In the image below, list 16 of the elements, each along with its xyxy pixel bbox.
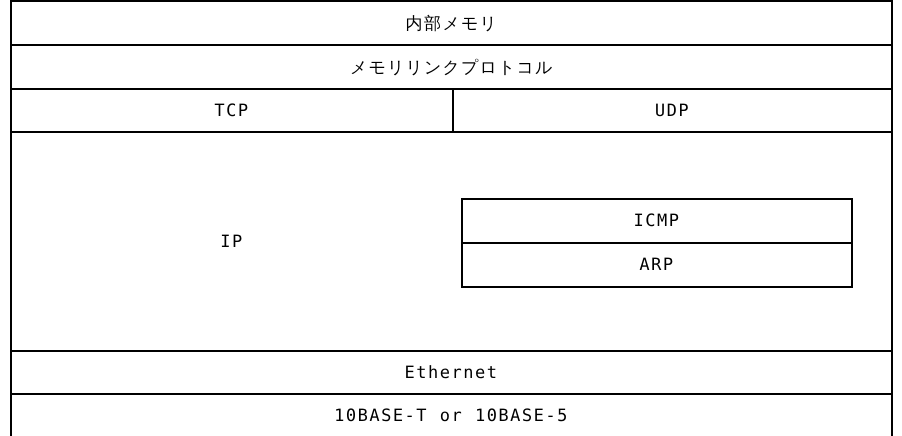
layer-label: ICMP [634,211,680,231]
layer-box [10,0,893,46]
layer-label: TCP [214,100,250,120]
layer-label: ARP [639,255,675,275]
layer-label: 内部メモリ [405,12,498,34]
layer-box [10,44,893,90]
layer-box [461,242,853,288]
layer-label: IP [219,232,245,252]
layer-label: メモリリンクプロトコル [350,56,554,78]
layer-box [10,350,893,395]
layer-label: 10BASE-T or 10BASE-5 [334,406,569,426]
layer-box [461,198,853,244]
layer-box [10,393,893,436]
layer-label: UDP [654,100,690,120]
layer-label: Ethernet [404,362,498,382]
layer-box [10,131,893,352]
